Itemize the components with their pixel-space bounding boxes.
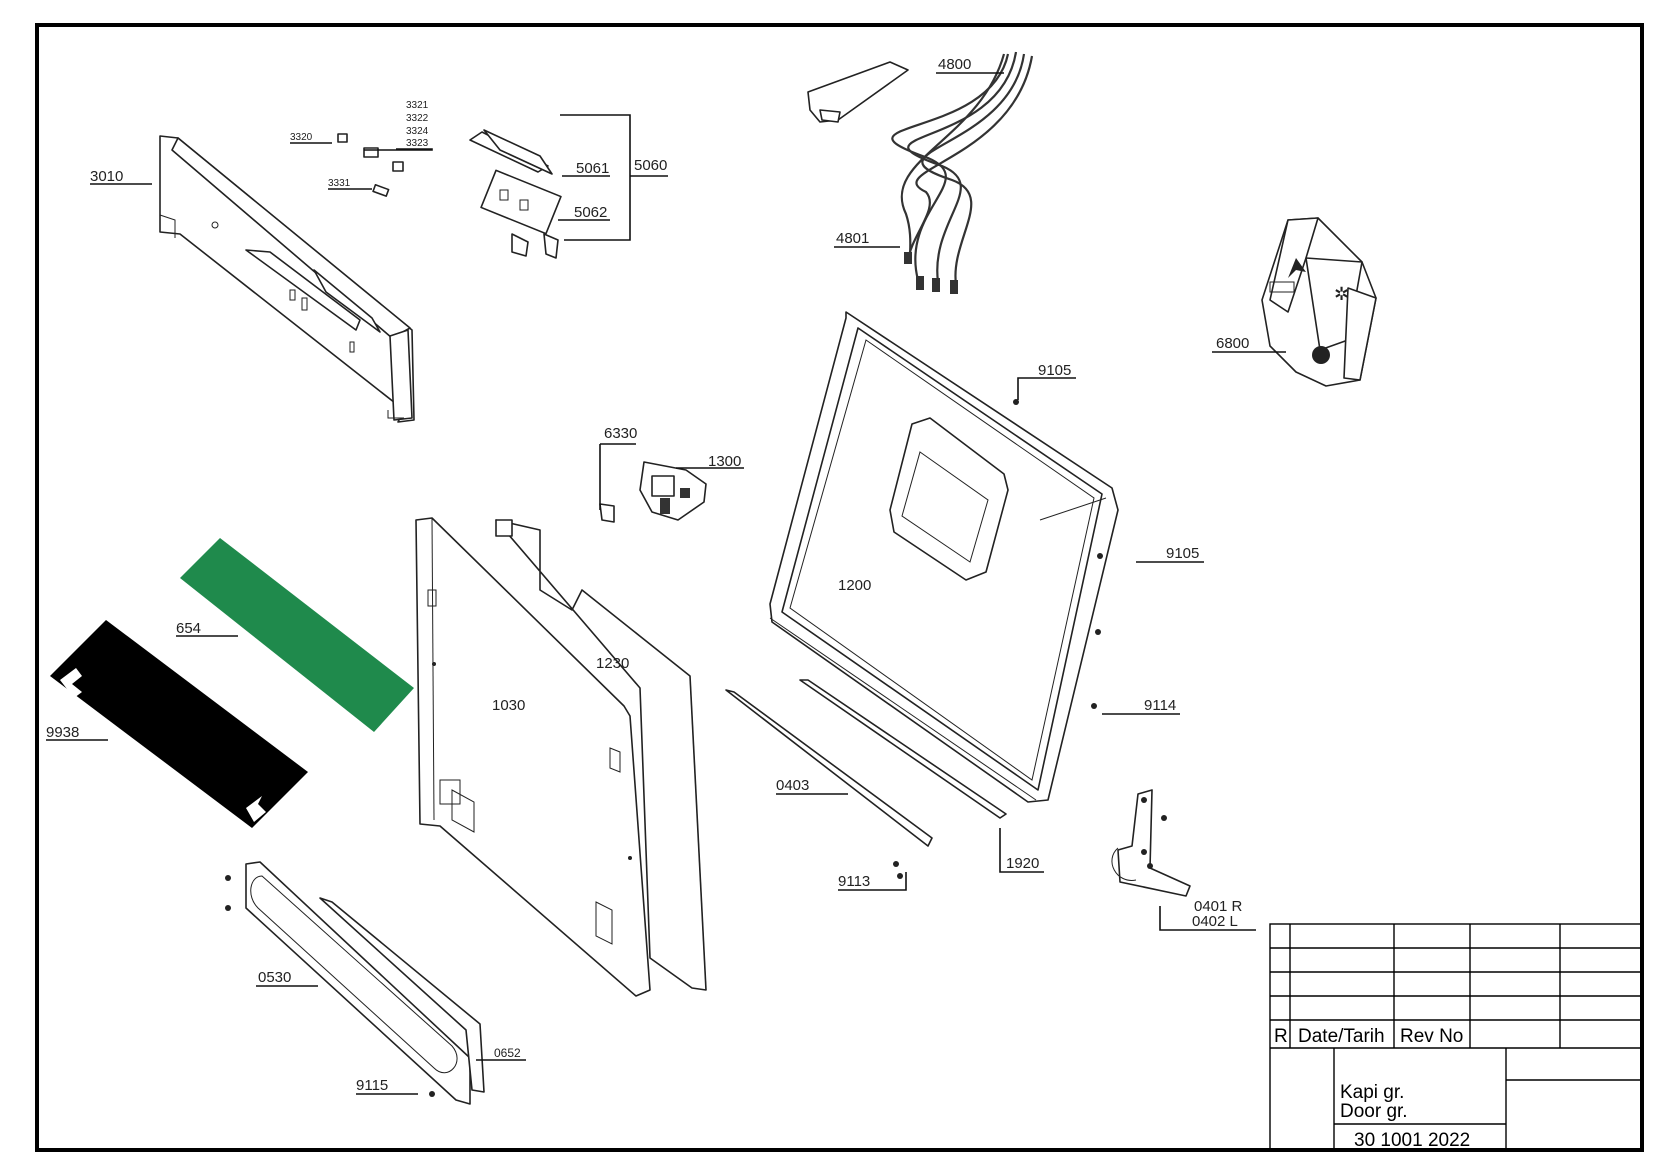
label-3331: 3331 [328,178,351,189]
title-block-drawing-no: 30 1001 2022 [1354,1130,1470,1151]
part-screws [225,815,1167,1097]
label-0401: 0401 R [1194,898,1243,915]
label-0402: 0402 L [1192,913,1238,930]
label-6330: 6330 [604,425,637,442]
title-block-date-header: Date/Tarih [1298,1026,1385,1047]
label-3322: 3322 [406,113,429,124]
part-door-strips [725,679,1007,847]
title-block: R Date/Tarih Rev No Kapi gr. Door gr. 30… [1269,923,1643,1151]
title-block-group-tr: Kapi gr. [1340,1082,1404,1103]
part-labels: 3010 3320 3321 3322 3324 3323 3331 5061 … [46,56,1249,1094]
part-door-lock [599,461,707,523]
part-handle-profile [245,861,485,1105]
label-5062: 5062 [574,204,607,221]
part-control-panel [159,135,415,423]
label-3323: 3323 [406,138,429,149]
svg-text:✲: ✲ [1334,284,1349,304]
label-6800: 6800 [1216,335,1249,352]
part-outer-door-panel [495,519,707,991]
leader-lines [46,72,1286,1095]
part-electronic-board [469,129,562,259]
label-1030: 1030 [492,697,525,714]
label-9113: 9113 [838,873,870,890]
part-black-gasket [50,620,308,828]
label-0530: 0530 [258,969,291,986]
label-1300: 1300 [708,453,741,470]
part-green-insulation [180,538,414,732]
label-5061: 5061 [576,160,609,177]
title-block-group-en: Door gr. [1340,1101,1408,1122]
label-9114: 9114 [1144,697,1176,714]
label-9105-top: 9105 [1038,362,1071,379]
label-3324: 3324 [406,126,429,137]
label-1920: 1920 [1006,855,1039,872]
title-block-revno-header: Rev No [1400,1026,1463,1047]
part-cable-harness [807,51,1034,294]
label-4801: 4801 [836,230,869,247]
label-1230: 1230 [596,655,629,672]
part-inner-door [769,311,1119,803]
label-3320: 3320 [290,132,313,143]
part-door-plate [415,517,651,997]
label-4800: 4800 [938,56,971,73]
label-654: 654 [176,620,201,637]
part-detergent-dispenser: ✲ [1261,217,1377,387]
title-block-rev-header: R [1274,1026,1288,1047]
drawing-frame [35,23,1644,1152]
part-hinge [1111,789,1191,897]
label-9938: 9938 [46,724,79,741]
label-3010: 3010 [90,168,123,185]
label-1200: 1200 [838,577,871,594]
label-0652: 0652 [494,1046,521,1060]
label-9105-side: 9105 [1166,545,1199,562]
label-5060: 5060 [634,157,667,174]
part-small-buttons [337,133,404,197]
label-3321: 3321 [406,100,429,111]
label-0403: 0403 [776,777,809,794]
label-9115: 9115 [356,1077,388,1094]
